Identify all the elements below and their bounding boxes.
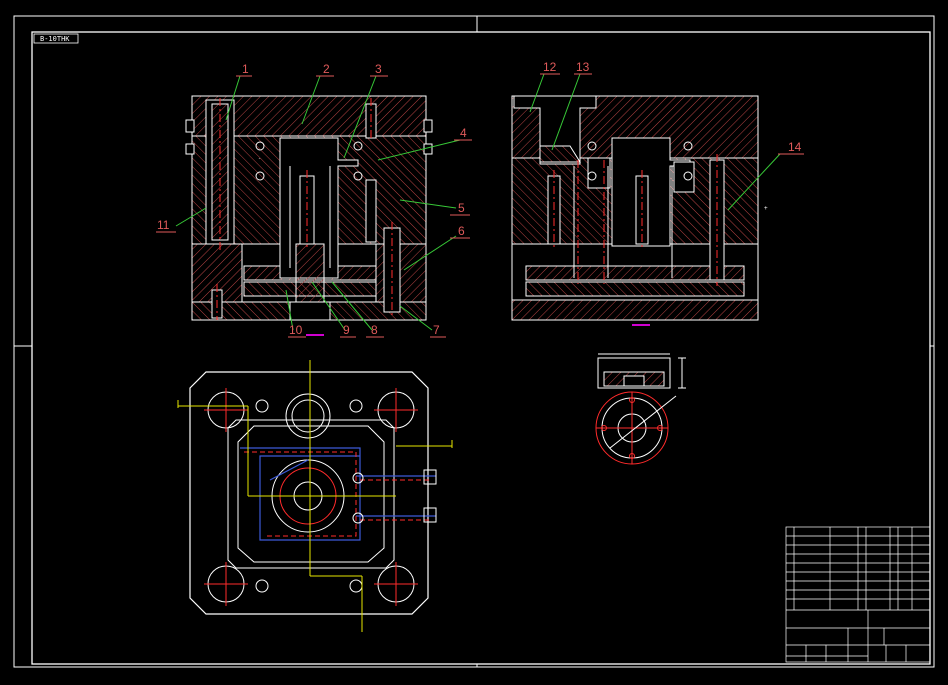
part-label-3: 3	[375, 62, 382, 76]
title-block	[785, 526, 931, 663]
part-label-2: 2	[323, 62, 330, 76]
part-label-5: 5	[458, 201, 465, 215]
part-label-9: 9	[343, 323, 350, 337]
part-label-8: 8	[371, 323, 378, 337]
part-detail-view	[595, 353, 686, 465]
plan-view	[177, 360, 453, 632]
part-label-4: 4	[460, 126, 467, 140]
part-label-6: 6	[458, 224, 465, 238]
left-section-view: -	[156, 62, 472, 338]
right-section-view: 12 13 14 +	[511, 60, 804, 326]
part-label-7: 7	[433, 323, 440, 337]
drawing-frame	[13, 15, 935, 668]
drawing-code-box: B-10THK	[33, 33, 79, 44]
part-label-14: 14	[788, 140, 802, 154]
part-label-11: 11	[157, 218, 170, 232]
drawing-code-text: B-10THK	[40, 35, 70, 43]
part-label-12: 12	[543, 60, 557, 74]
part-label-10: 10	[289, 323, 303, 337]
part-label-1: 1	[242, 62, 249, 76]
part-label-13: 13	[576, 60, 590, 74]
svg-text:-: -	[258, 156, 261, 162]
svg-text:+: +	[764, 205, 768, 212]
